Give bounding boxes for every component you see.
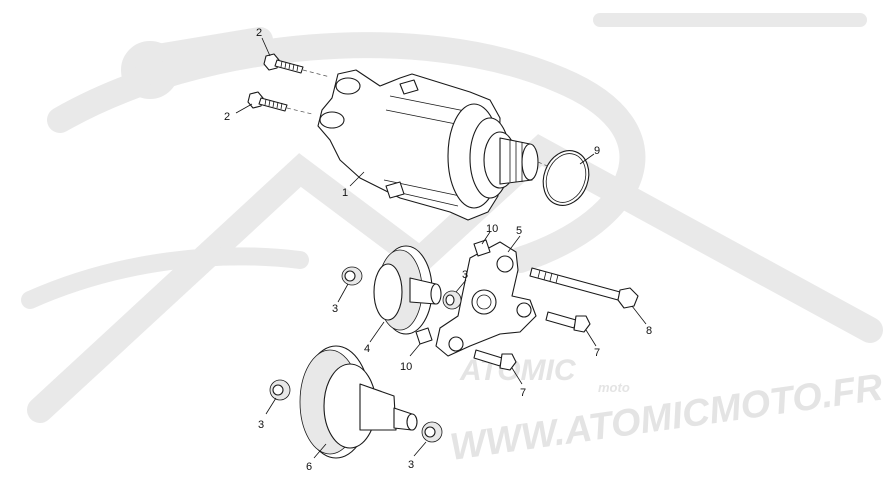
bolt-short-lower xyxy=(473,349,517,371)
callout-3-lower-left: 3 xyxy=(258,397,277,431)
callout-7-upper: 7 xyxy=(585,329,600,359)
callout-3-lower-right: 3 xyxy=(408,441,427,471)
svg-text:10: 10 xyxy=(486,223,498,235)
dowel-upper xyxy=(473,239,491,257)
bolt-upper xyxy=(263,53,331,78)
needle-bearing-2 xyxy=(442,290,462,310)
svg-text:1: 1 xyxy=(342,187,348,199)
bracket xyxy=(435,241,537,357)
svg-text:10: 10 xyxy=(400,361,412,373)
idler-gear xyxy=(373,245,442,335)
long-bolt xyxy=(529,267,639,309)
svg-text:3: 3 xyxy=(462,269,468,281)
svg-text:7: 7 xyxy=(594,347,600,359)
callout-8: 8 xyxy=(631,305,652,337)
bolt-short-upper xyxy=(545,311,591,333)
svg-text:5: 5 xyxy=(516,225,522,237)
callout-10-upper: 10 xyxy=(481,223,498,245)
starter-motor xyxy=(317,69,553,221)
svg-text:7: 7 xyxy=(520,387,526,399)
svg-text:3: 3 xyxy=(332,303,338,315)
svg-text:8: 8 xyxy=(646,325,652,337)
svg-text:3: 3 xyxy=(258,419,264,431)
callout-2-lower: 2 xyxy=(224,103,253,123)
callout-5: 5 xyxy=(507,225,522,253)
starter-gear xyxy=(299,345,418,459)
callout-1: 1 xyxy=(342,171,365,199)
callout-4: 4 xyxy=(364,321,385,355)
callout-3-mid: 3 xyxy=(455,269,468,293)
needle-bearing-3 xyxy=(269,379,291,401)
callout-6: 6 xyxy=(306,443,327,473)
bolt-lower xyxy=(247,91,313,115)
svg-text:2: 2 xyxy=(256,27,262,39)
callout-7-lower: 7 xyxy=(511,367,526,399)
svg-text:6: 6 xyxy=(306,461,312,473)
needle-bearing-4 xyxy=(421,421,443,443)
callout-10-lower: 10 xyxy=(400,343,421,373)
svg-text:9: 9 xyxy=(594,145,600,157)
callout-9: 9 xyxy=(579,145,600,165)
callout-2-upper: 2 xyxy=(256,27,271,57)
callout-3-left: 3 xyxy=(332,283,349,315)
watermark-sub: moto xyxy=(598,380,630,395)
dowel-lower xyxy=(415,327,433,345)
needle-bearing-1 xyxy=(341,266,363,286)
svg-text:3: 3 xyxy=(408,459,414,471)
svg-text:2: 2 xyxy=(224,111,230,123)
o-ring xyxy=(542,150,590,206)
svg-text:4: 4 xyxy=(364,343,370,355)
